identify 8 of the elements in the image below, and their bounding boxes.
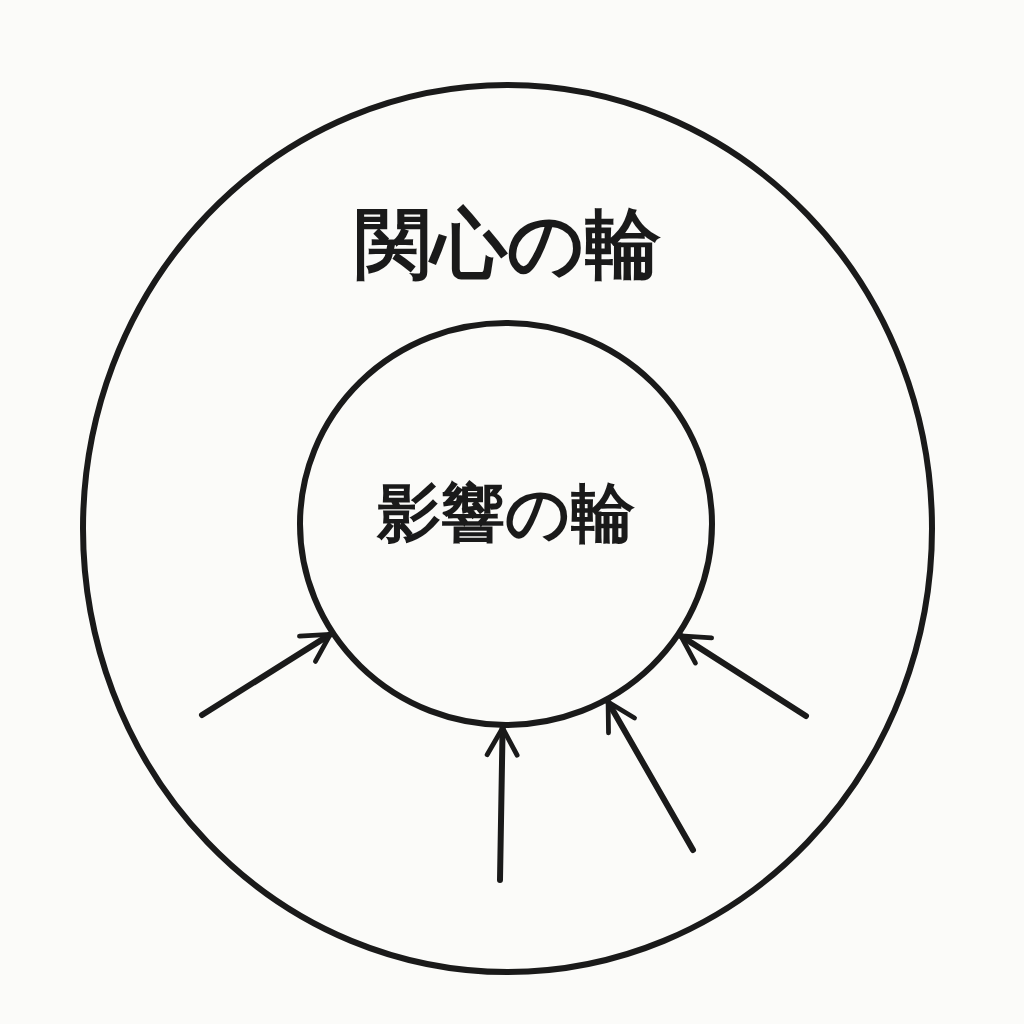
arrow	[605, 699, 696, 853]
circle-title: 関心の輪	[354, 198, 661, 290]
arrow	[484, 725, 520, 883]
outer-circle	[80, 82, 935, 975]
arrow	[199, 631, 334, 718]
inner-circle	[297, 320, 715, 728]
circle-title: 影響の輪	[377, 475, 635, 552]
arrow	[677, 632, 809, 719]
